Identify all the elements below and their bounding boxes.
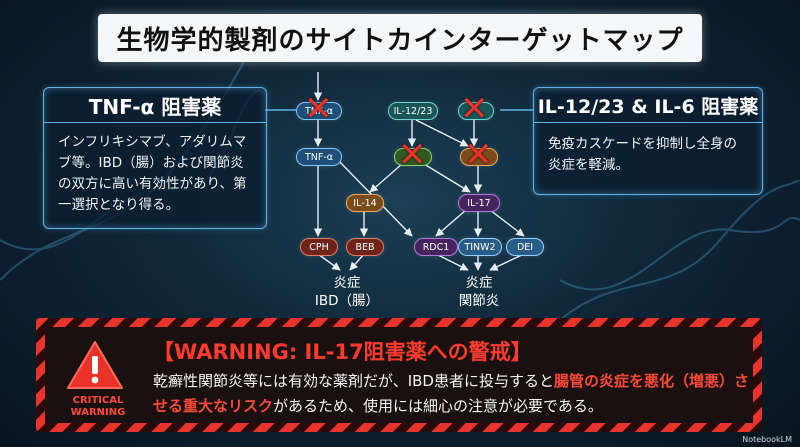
tnf-inhibitor-panel: TNF-α 阻害薬 インフリキシマブ、アダリムマブ等。IBD（腸）および関節炎の…: [43, 87, 267, 229]
arrow-mid-il17: [423, 163, 471, 193]
node-tnf-alpha: TNF-α: [296, 148, 342, 166]
node-il6-top: [458, 102, 494, 120]
il-inhibitor-panel: IL-12/23 & IL-6 阻害薬 免疫カスケードを抑制し全身の炎症を軽減。: [533, 87, 763, 195]
arrow-beb-outcome: [349, 253, 365, 271]
arrow-il17-rdc1: [435, 209, 467, 237]
outcome-arthritis-label: 炎症 関節炎: [458, 275, 500, 309]
critical-label: CRITICAL: [72, 395, 124, 406]
warning-body: 乾癬性関節炎等には有効な薬剤だが、IBD患者に投与すると腸管の炎症を悪化（増悪）…: [153, 369, 753, 419]
blocked-x-icon-il12: ✕: [398, 135, 427, 175]
node-tinw2: TINW2: [458, 238, 502, 256]
blocked-x-icon-il23: ✕: [464, 135, 493, 175]
arrow-il17-dei: [489, 209, 525, 237]
warning-body-end: があるため、使用には細心の注意が必要である。: [273, 397, 603, 415]
critical-warning-box: CRITICAL WARNING 【WARNING: IL-17阻害薬への警戒】…: [36, 318, 762, 432]
node-mid-green: [394, 148, 432, 166]
node-il-17: IL-17: [458, 194, 500, 212]
warning-body-start: 乾癬性関節炎等には有効な薬剤だが、IBD患者に投与すると: [153, 372, 554, 390]
warning-title: 【WARNING: IL-17阻害薬への警戒】: [153, 340, 532, 364]
critical-warning-badge: CRITICAL WARNING: [53, 395, 143, 419]
node-dei: DEI: [506, 238, 544, 256]
dna-helix-decoration-right: [560, 180, 800, 321]
outcome-ibd: 炎症 IBD（腸）: [302, 274, 392, 310]
outcome-ibd-label: 炎症 IBD（腸）: [314, 275, 380, 309]
tnf-panel-body: インフリキシマブ、アダリムマブ等。IBD（腸）および関節炎の双方に高い有効性があ…: [58, 134, 247, 213]
il-panel-body: 免疫カスケードを抑制し全身の炎症を軽減。: [548, 136, 737, 173]
tnf-panel-heading: TNF-α 阻害薬: [44, 88, 266, 123]
node-mid-orange: [460, 148, 498, 166]
arrow-rdc1-outcome: [435, 253, 469, 271]
pathway-arrows: [313, 72, 525, 271]
il-panel-heading: IL-12/23 & IL-6 阻害薬: [534, 88, 762, 123]
blocked-x-icon-il6: ✕: [460, 89, 489, 129]
warning-body-highlight: 腸管の炎症を悪化（増悪）させる重大なリスク: [153, 372, 749, 415]
arrow-dei-outcome: [489, 253, 525, 271]
brand-label: NotebookLM: [742, 435, 792, 444]
outcome-arthritis: 炎症 関節炎: [434, 274, 524, 310]
warning-label: WARNING: [70, 407, 126, 418]
arrow-mid-il14: [369, 163, 403, 193]
page-title: 生物学的製剤のサイトカインターゲットマップ: [116, 25, 684, 56]
node-tnf-alpha-top: TNF-α: [296, 102, 342, 120]
warning-triangle-icon: [67, 341, 123, 389]
page-title-box: 生物学的製剤のサイトカインターゲットマップ: [98, 14, 702, 62]
arrow-il1223-cross: [415, 119, 469, 147]
node-cph: CPH: [300, 238, 338, 256]
arrow-cph-outcome: [317, 253, 341, 271]
blocked-x-icon-tnf: ✕: [304, 89, 333, 129]
node-beb: BEB: [346, 238, 384, 256]
node-il-14: IL-14: [346, 194, 384, 212]
node-rdc1: RDC1: [414, 238, 458, 256]
node-il-12-23: IL-12/23: [388, 102, 438, 120]
